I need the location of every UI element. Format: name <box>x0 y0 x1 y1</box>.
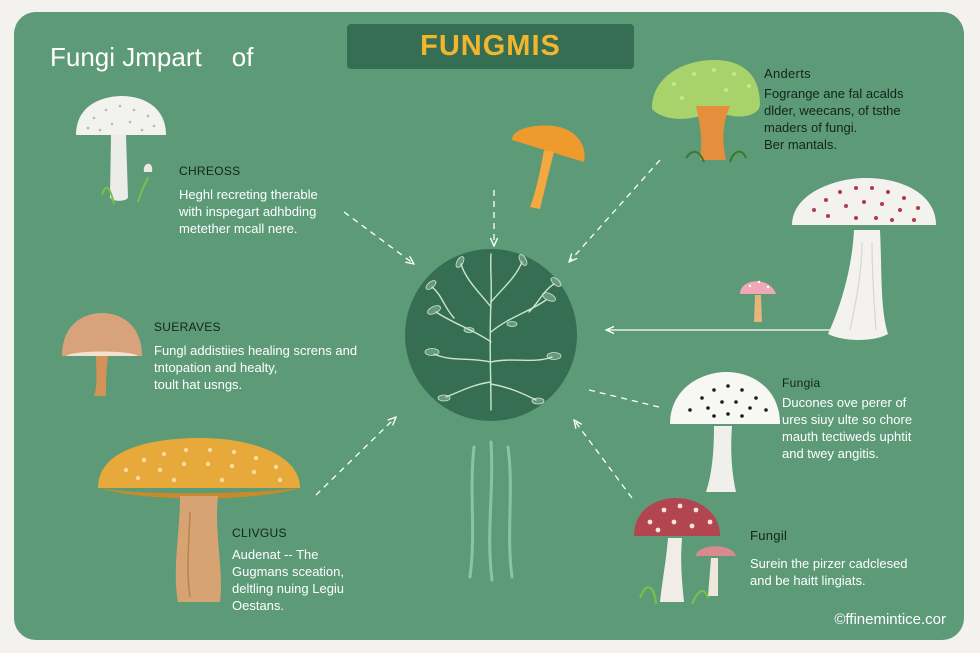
arrow-top-right <box>569 159 661 262</box>
title-text: Fungi Jmpart <box>50 42 202 72</box>
tan-mushroom-icon <box>62 313 142 396</box>
page-title: Fungi Jmpart of <box>50 42 253 73</box>
block-bottom-right: Fungil Surein the pirzer cadclesed and b… <box>750 528 908 589</box>
block-line: maders of fungi. <box>764 120 858 135</box>
block-line: Fogrange ane fal acalds <box>764 86 904 101</box>
block-line: deltling nuing Legiu <box>232 581 345 596</box>
block-mid-left: SUERAVES Fungl addistiies healing screns… <box>154 320 357 393</box>
block-line: metether mcall nere. <box>179 221 298 236</box>
illustration-layer <box>62 60 936 605</box>
block-mid-right: Fungia Ducones ove perer of ures siuy ul… <box>782 376 912 462</box>
block-heading: SUERAVES <box>154 320 221 334</box>
block-line: Surein the pirzer cadclesed <box>750 556 908 571</box>
block-heading: Anderts <box>764 66 811 81</box>
block-line: ures siuy ulte so chore <box>782 412 913 427</box>
white-black-dot-mushroom-icon <box>670 372 780 492</box>
block-line: Heghl recreting therable <box>179 187 318 202</box>
block-line: and twey angitis. <box>782 446 879 461</box>
arrow-bottom-left <box>315 417 396 496</box>
block-top-right: Anderts Fogrange ane fal acalds dlder, w… <box>764 66 903 153</box>
arrow-mid-right <box>588 389 660 408</box>
block-bottom-left: CLIVGUS Audenat -- The Gugmans sceation,… <box>232 526 344 614</box>
footer-credit: ©ffinemintice.cor <box>834 611 946 628</box>
white-mushroom-icon <box>76 96 166 205</box>
block-line: Oestans. <box>232 598 285 613</box>
block-line: Ber mantals. <box>764 137 837 152</box>
infographic-card: Fungi Jmpart of FUNGMIS CHREOSS Heghl rec… <box>14 12 964 640</box>
trunk-roots <box>468 440 514 582</box>
red-spotted-mushroom-icon <box>634 498 736 605</box>
title-connector: of <box>231 42 254 72</box>
block-heading: CLIVGUS <box>232 526 287 540</box>
spotted-mushroom-icon <box>792 178 936 340</box>
green-cap-mushroom-icon <box>652 60 760 163</box>
block-line: Fungl addistiies healing screns and <box>154 343 358 358</box>
arrow-top-left <box>343 211 414 264</box>
block-heading: Fungia <box>782 376 821 390</box>
title-banner-text: FUNGMIS <box>420 30 561 62</box>
golden-mushroom-icon <box>98 438 300 602</box>
block-heading: Fungil <box>750 528 788 543</box>
block-line: mauth tectiweds uphtit <box>782 429 912 444</box>
block-line: Gugmans sceation, <box>232 564 345 579</box>
block-top-left: CHREOSS Heghl recreting therable with in… <box>179 164 318 237</box>
small-pink-mushroom-icon <box>740 280 776 322</box>
mycelium-tree-icon <box>405 249 577 421</box>
block-line: Ducones ove perer of <box>782 395 907 410</box>
connector-arrows <box>315 159 832 499</box>
block-line: tntopation and healty, <box>154 360 278 375</box>
block-line: Audenat -- The <box>232 547 319 562</box>
block-line: with inspegart adhbding <box>179 204 317 219</box>
block-line: and be haitt lingiats. <box>750 573 866 588</box>
arrow-bottom-right <box>574 420 633 499</box>
block-line: toult hat usngs. <box>154 377 243 392</box>
block-heading: CHREOSS <box>179 164 241 178</box>
title-banner: FUNGMIS <box>347 24 634 69</box>
block-line: dlder, weecans, of tsthe <box>764 103 901 118</box>
orange-mushroom-icon <box>512 125 585 209</box>
